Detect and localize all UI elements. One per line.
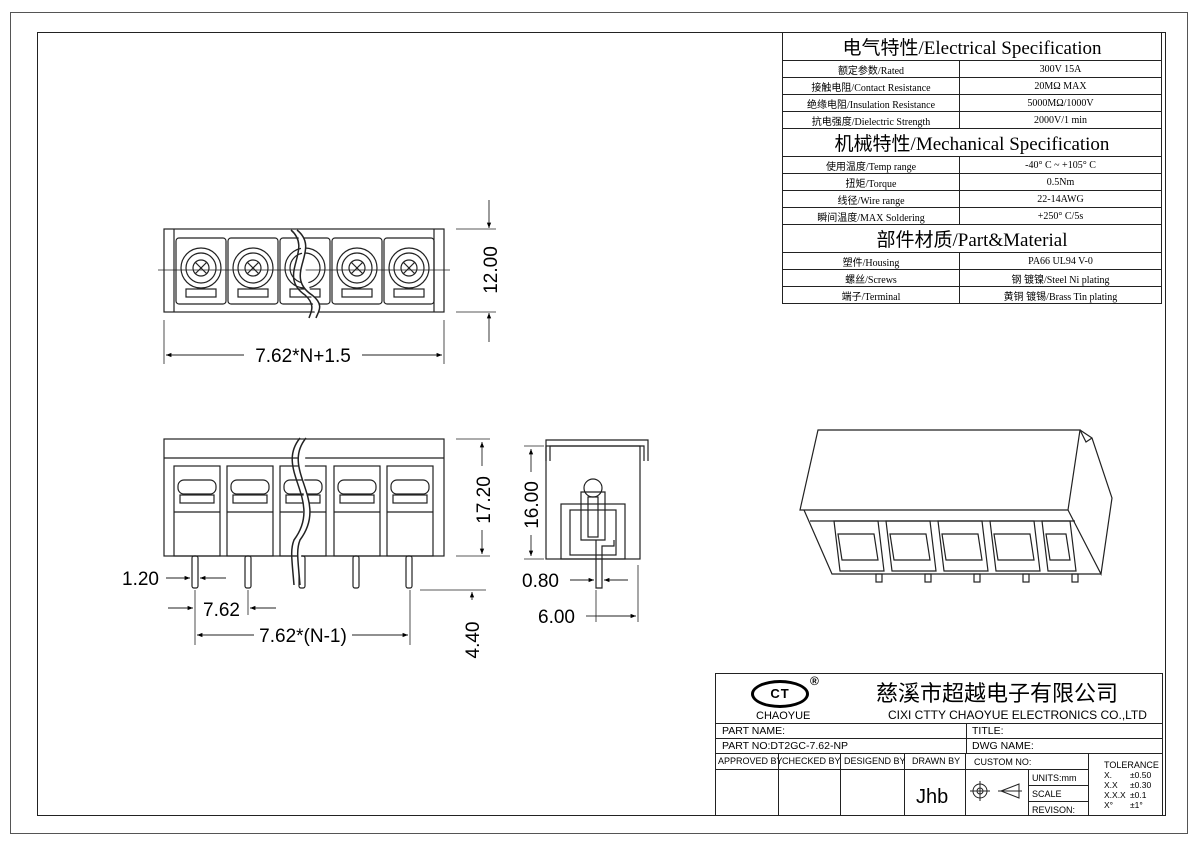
electrical-spec-title: 电气特性/Electrical Specification	[782, 32, 1162, 61]
tolerance-value: ±0.1	[1130, 790, 1147, 800]
top-screw-cell	[383, 237, 435, 305]
spec-row: 使用温度/Temp range-40° C ~ +105° C	[782, 156, 1162, 174]
top-screw-cell	[331, 237, 383, 305]
top-screw-cell	[175, 237, 227, 305]
brand-name: CHAOYUE	[756, 710, 811, 722]
spec-row: 瞬间温度/MAX Soldering+250° C/5s	[782, 207, 1162, 225]
dim-top-height: 12.00	[481, 246, 502, 294]
material-spec-title: 部件材质/Part&Material	[782, 224, 1162, 253]
company-name-cn: 慈溪市超越电子有限公司	[876, 681, 1119, 706]
approved-by-label: APPROVED BY	[718, 756, 783, 766]
iso-terminal-cell	[885, 520, 937, 572]
dim-pin-width: 1.20	[122, 569, 159, 590]
title-block: CT ® CHAOYUE 慈溪市超越电子有限公司 CIXI CTTY CHAOY…	[715, 673, 1163, 816]
top-screw-cell	[227, 237, 279, 305]
dim-top-width: 7.62*N+1.5	[255, 346, 351, 367]
dim-pin-length: 4.40	[463, 622, 484, 659]
projection-symbol-icon	[970, 781, 1022, 801]
tolerance-key: X°	[1104, 800, 1114, 810]
isometric-view	[799, 429, 1113, 583]
mechanical-spec-title: 机械特性/Mechanical Specification	[782, 128, 1162, 157]
outer-border	[10, 12, 1188, 834]
iso-terminal-cell	[833, 520, 885, 572]
tolerance-key: X.X	[1104, 780, 1118, 790]
tolerance-key: X.X.X	[1104, 790, 1126, 800]
front-terminal-cell	[173, 465, 221, 557]
side-view	[524, 439, 649, 622]
drawing-border	[37, 32, 1166, 816]
title-label: TITLE:	[972, 725, 1004, 737]
dim-side-pin: 0.80	[522, 571, 559, 592]
scale-label: SCALE	[1032, 789, 1062, 799]
part-no-label: PART NO:DT2GC-7.62-NP	[722, 740, 849, 752]
iso-terminal-cell	[989, 520, 1041, 572]
designed-by-label: DESIGEND BY	[844, 756, 906, 766]
front-terminal-cell	[386, 465, 434, 557]
dim-side-height: 16.00	[522, 481, 543, 529]
tolerance-title: TOLERANCE	[1104, 760, 1159, 770]
dim-pin-span: 7.62*(N-1)	[259, 626, 347, 647]
top-view	[158, 200, 496, 364]
dim-pitch: 7.62	[203, 600, 240, 621]
front-terminal-cell	[226, 465, 274, 557]
front-view	[163, 437, 490, 645]
iso-terminal-cell	[1041, 520, 1077, 572]
drawn-by-value: Jhb	[916, 786, 949, 808]
spec-value: 黄铜 镀锡/Brass Tin plating	[959, 286, 1162, 304]
company-logo: CT	[751, 680, 809, 708]
dwg-name-label: DWG NAME:	[972, 740, 1034, 752]
tolerance-value: ±0.30	[1130, 780, 1152, 790]
units-label: UNITS:mm	[1032, 773, 1077, 783]
tolerance-value: ±1°	[1130, 800, 1143, 810]
specification-table: 电气特性/Electrical Specification 额定参数/Rated…	[782, 32, 1162, 304]
checked-by-label: CHECKED BY	[782, 756, 841, 766]
dim-front-height: 17.20	[474, 476, 495, 524]
custom-no-label: CUSTOM NO:	[974, 757, 1032, 767]
dim-side-width: 6.00	[538, 607, 575, 628]
logo-mark: CT	[770, 686, 790, 701]
tolerance-key: X.	[1104, 770, 1113, 780]
drawn-by-label: DRAWN BY	[912, 756, 961, 766]
company-name-en: CIXI CTTY CHAOYUE ELECTRONICS CO.,LTD	[888, 708, 1147, 722]
tolerance-value: ±0.50	[1130, 770, 1152, 780]
iso-terminal-cell	[937, 520, 989, 572]
front-terminal-cell	[333, 465, 381, 557]
part-name-label: PART NAME:	[722, 725, 786, 737]
revision-label: REVISON:	[1032, 805, 1076, 815]
registered-mark: ®	[810, 674, 819, 688]
